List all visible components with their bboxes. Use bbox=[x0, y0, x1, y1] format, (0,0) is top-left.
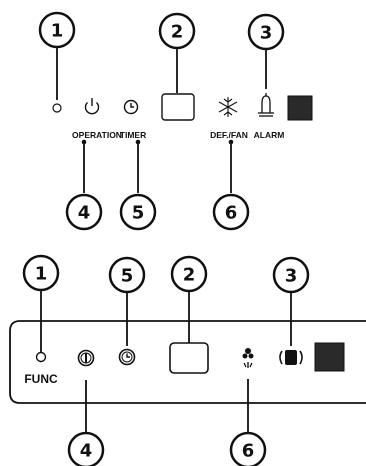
callout-b1: 1 bbox=[22, 254, 60, 292]
svg-text:5: 5 bbox=[121, 266, 134, 287]
svg-text:1: 1 bbox=[35, 264, 48, 285]
receiver-square bbox=[314, 342, 345, 372]
clock-icon bbox=[118, 348, 136, 366]
svg-text:6: 6 bbox=[225, 203, 238, 224]
display-window bbox=[169, 342, 209, 374]
power-icon bbox=[84, 98, 100, 115]
callout-3: 3 bbox=[247, 13, 285, 51]
clock-icon bbox=[123, 99, 139, 115]
receiver-square bbox=[287, 95, 313, 121]
operation-label: OPERATION bbox=[72, 130, 122, 140]
panel-outline bbox=[9, 320, 366, 404]
alarm-label: ALARM bbox=[254, 130, 285, 140]
bottom-panel: 1 5 2 3 FUNC bbox=[9, 254, 366, 466]
svg-text:4: 4 bbox=[78, 203, 91, 224]
indicator-led-icon bbox=[52, 103, 62, 113]
top-leader-dots bbox=[81, 139, 234, 145]
alarm-bell-icon bbox=[258, 93, 274, 117]
callout-4: 4 bbox=[65, 193, 103, 231]
callout-b6: 6 bbox=[229, 431, 267, 466]
signal-icon bbox=[279, 350, 303, 365]
callout-2: 2 bbox=[158, 12, 196, 50]
top-panel: 1 2 3 bbox=[38, 11, 313, 231]
callout-b4: 4 bbox=[67, 431, 105, 466]
timer-label: TIMER bbox=[120, 130, 146, 140]
svg-text:3: 3 bbox=[260, 23, 273, 44]
callout-b5: 5 bbox=[108, 256, 146, 294]
svg-text:1: 1 bbox=[51, 21, 64, 42]
svg-text:2: 2 bbox=[171, 22, 184, 43]
snowflake-icon bbox=[218, 97, 238, 117]
callout-1: 1 bbox=[38, 11, 76, 49]
bottom-leader-lines bbox=[40, 290, 292, 433]
svg-text:3: 3 bbox=[285, 266, 298, 287]
indicator-led-icon bbox=[35, 351, 47, 363]
callout-b2: 2 bbox=[170, 255, 208, 293]
svg-text:2: 2 bbox=[183, 265, 196, 286]
svg-text:5: 5 bbox=[132, 203, 145, 224]
callout-5: 5 bbox=[119, 193, 157, 231]
func-label: FUNC bbox=[24, 372, 58, 386]
power-icon bbox=[77, 349, 95, 367]
display-window bbox=[161, 93, 195, 121]
def-fan-label: DEF./FAN bbox=[210, 130, 248, 140]
svg-text:6: 6 bbox=[242, 441, 255, 462]
top-leader-lines bbox=[56, 47, 267, 193]
svg-text:4: 4 bbox=[80, 441, 93, 462]
callout-b3: 3 bbox=[272, 256, 310, 294]
defrost-icon bbox=[242, 348, 254, 368]
callout-6: 6 bbox=[212, 193, 250, 231]
